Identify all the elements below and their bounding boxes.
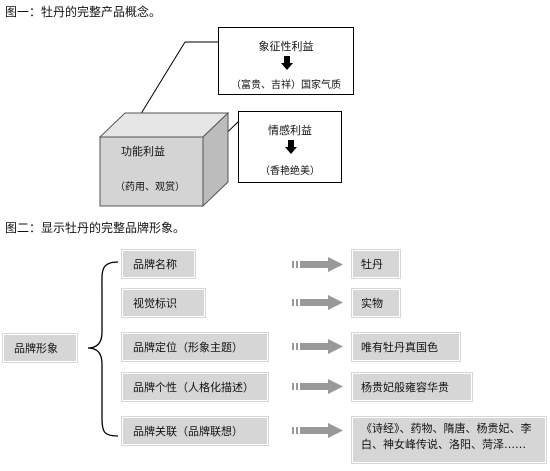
brand-positioning-box: 品牌定位（形象主题）: [122, 333, 268, 361]
arrow-4: [292, 379, 343, 394]
symbolic-benefit-title: 象征性利益: [258, 40, 314, 53]
arrow-3: [292, 339, 343, 354]
cube-sub-label: （药用、观赏）: [115, 182, 185, 193]
leader-line-top: [138, 41, 186, 118]
brand-personality-value: 杨贵妃般雍容华贵: [352, 373, 472, 401]
arrow-2: [292, 295, 343, 310]
figure1-title: 图一：牡丹的完整产品概念。: [5, 5, 162, 19]
brand-association-value: 《诗经》、药物、隋唐、杨贵妃、李 白、神女峰传说、洛阳、菏泽……: [352, 417, 546, 463]
brand-association-value-line2: 白、神女峰传说、洛阳、菏泽……: [361, 438, 526, 451]
down-arrow-icon: [281, 56, 293, 70]
arrows: [292, 257, 343, 438]
brand-name-box: 品牌名称: [122, 250, 195, 278]
brand-positioning-value: 唯有牡丹真国色: [352, 333, 460, 361]
brand-association-value-line1: 《诗经》、药物、隋唐、杨贵妃、李: [361, 422, 532, 435]
figure2-title: 图二：显示牡丹的完整品牌形象。: [5, 221, 186, 235]
brand-image-root-box: 品牌形象: [3, 334, 77, 362]
brand-name-value: 牡丹: [352, 250, 400, 278]
curly-brace: [87, 261, 119, 437]
cube-label: 功能利益: [121, 145, 165, 158]
arrow-5: [292, 423, 343, 438]
symbolic-benefit-box: 象征性利益 （富贵、吉祥）国家气质: [218, 27, 354, 95]
visual-identity-box: 视觉标识: [122, 289, 205, 317]
brand-personality-box: 品牌个性（人格化描述）: [122, 373, 268, 401]
symbolic-benefit-value: （富贵、吉祥）国家气质: [231, 80, 341, 91]
cube-front-face: [99, 136, 204, 207]
arrow-1: [292, 257, 343, 272]
visual-identity-value: 实物: [352, 289, 400, 317]
emotional-benefit-title: 情感利益: [268, 124, 312, 137]
down-arrow-icon: [285, 140, 297, 154]
brand-association-box: 品牌关联（品牌联想）: [122, 417, 268, 445]
emotional-benefit-value: （香艳绝美）: [260, 166, 320, 177]
emotional-benefit-box: 情感利益 （香艳绝美）: [238, 111, 342, 183]
